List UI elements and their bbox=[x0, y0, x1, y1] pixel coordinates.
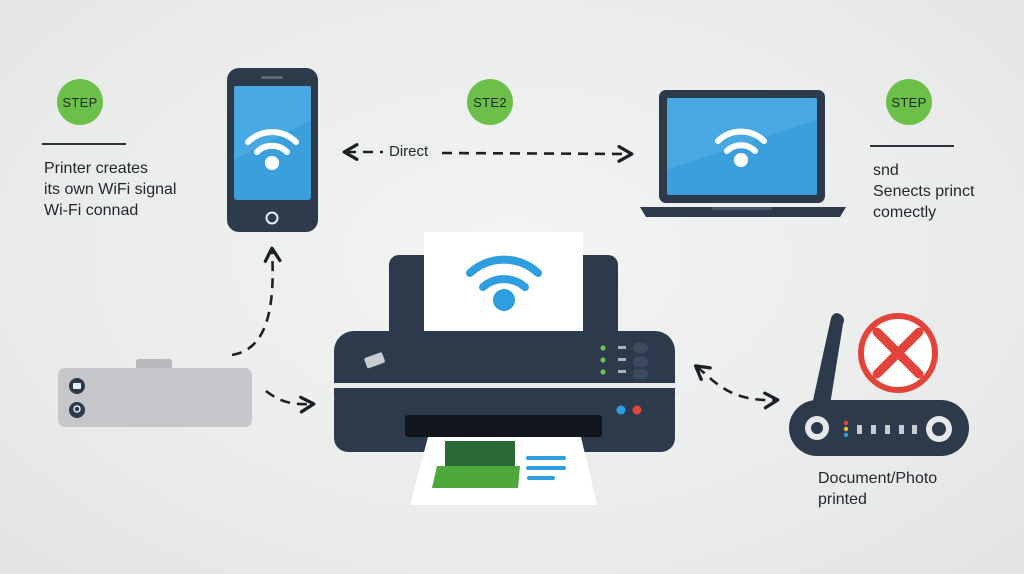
step3-caption: snd Senects princt comectly bbox=[873, 160, 974, 223]
step3-line-3: comectly bbox=[873, 204, 937, 221]
arrow-to-printer bbox=[265, 389, 316, 414]
step1-divider bbox=[42, 143, 126, 145]
step3-badge: STEP bbox=[886, 79, 932, 125]
router-icon bbox=[789, 313, 969, 456]
router-caption-line-2: printed bbox=[818, 491, 867, 508]
step1-line-3: Wi-Fi connad bbox=[44, 202, 139, 219]
step1-badge-label: STEP bbox=[62, 94, 98, 110]
step3-badge-label: STEP bbox=[891, 94, 927, 110]
direct-label: Direct bbox=[385, 143, 433, 160]
router-caption: Document/Photo printed bbox=[818, 468, 937, 510]
printer-wifi-icon bbox=[466, 255, 542, 291]
laptop-icon bbox=[640, 90, 846, 217]
laptop-wifi-icon bbox=[715, 128, 767, 154]
direct-arrow bbox=[342, 143, 634, 163]
step1-badge: STEP bbox=[57, 79, 103, 125]
step2-badge: STE2 bbox=[467, 79, 513, 125]
step3-divider bbox=[870, 145, 954, 147]
router-caption-line-1: Document/Photo bbox=[818, 470, 938, 487]
arrow-to-phone bbox=[231, 246, 282, 357]
step3-line-2: Senects princt bbox=[873, 183, 975, 200]
error-x-icon bbox=[858, 313, 938, 393]
step3-line-1: snd bbox=[873, 162, 899, 179]
printer-icon bbox=[334, 232, 675, 505]
step1-line-1: Printer creates bbox=[44, 160, 149, 177]
arrow-printer-router bbox=[693, 364, 780, 410]
step1-line-2: its own WiFi signal bbox=[44, 181, 177, 198]
left-device-icon bbox=[58, 359, 252, 427]
step1-caption: Printer creates its own WiFi signal Wi-F… bbox=[44, 158, 176, 221]
smartphone-icon bbox=[227, 68, 318, 232]
phone-wifi-icon bbox=[245, 129, 299, 155]
step2-badge-label: STE2 bbox=[473, 94, 507, 110]
